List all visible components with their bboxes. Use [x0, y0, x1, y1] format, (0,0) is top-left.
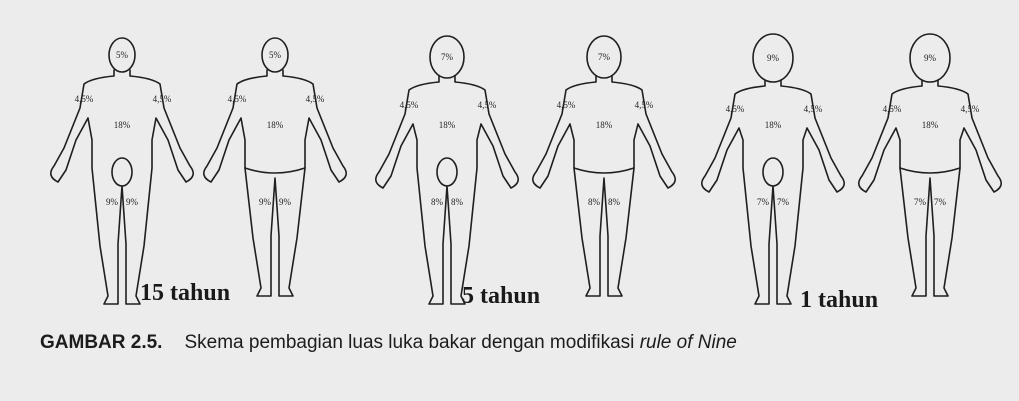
pct-head: 7%	[441, 52, 454, 62]
body-outline	[859, 80, 1001, 296]
pct-trunk: 18%	[267, 120, 284, 130]
pct-trunk: 18%	[922, 120, 939, 130]
figure-15-tahun-back: 5% 4,5% 4,5% 18% 9% 9%	[204, 38, 346, 296]
pct-head: 9%	[767, 53, 780, 63]
pct-arm-right: 4,5%	[153, 94, 172, 104]
groin-outline	[112, 158, 132, 186]
figure-5-tahun-front: 7% 4,5% 4,5% 18% 8% 8%	[376, 36, 518, 304]
caption-emphasis: rule of Nine	[640, 332, 737, 353]
pct-arm-right: 4,5%	[804, 104, 823, 114]
body-outline	[204, 70, 346, 296]
buttock-line	[245, 168, 305, 173]
pct-head: 5%	[269, 50, 282, 60]
pct-arm-right: 4,5%	[478, 100, 497, 110]
groin-outline	[437, 158, 457, 186]
groin-outline	[763, 158, 783, 186]
pct-arm-left: 4,5%	[400, 100, 419, 110]
body-figures: 5% 4,5% 4,5% 18% 9% 9% 5% 4,5% 4,5% 18% 9% 9% 15 tah…	[0, 0, 1019, 330]
pct-arm-left: 4,5%	[726, 104, 745, 114]
age-label: 15 tahun	[140, 280, 230, 306]
figure-1-tahun-front: 9% 4,5% 4,5% 18% 7% 7%	[702, 34, 844, 304]
pct-leg-left: 7%	[757, 197, 770, 207]
pct-leg-right: 7%	[934, 197, 947, 207]
buttock-line	[900, 168, 960, 173]
pct-trunk: 18%	[765, 120, 782, 130]
figure-15-tahun-front: 5% 4,5% 4,5% 18% 9% 9%	[51, 38, 193, 304]
body-outline	[51, 70, 193, 304]
pct-arm-left: 4,5%	[557, 100, 576, 110]
pct-head: 9%	[924, 53, 937, 63]
pct-leg-right: 9%	[279, 197, 292, 207]
pct-head: 7%	[598, 52, 611, 62]
caption-label: GAMBAR 2.5.	[40, 332, 162, 353]
pct-arm-left: 4,5%	[228, 94, 247, 104]
pct-arm-right: 4,5%	[635, 100, 654, 110]
pct-leg-right: 9%	[126, 197, 139, 207]
pct-arm-right: 4,5%	[961, 104, 980, 114]
pct-leg-right: 7%	[777, 197, 790, 207]
pct-arm-left: 4,5%	[883, 104, 902, 114]
pct-leg-left: 7%	[914, 197, 927, 207]
age-label: 1 tahun	[800, 287, 878, 313]
figure-caption: GAMBAR 2.5. Skema pembagian luas luka bak…	[40, 332, 1000, 354]
pct-leg-left: 8%	[588, 197, 601, 207]
pct-leg-left: 9%	[106, 197, 119, 207]
pct-leg-left: 8%	[431, 197, 444, 207]
pct-trunk: 18%	[439, 120, 456, 130]
figure-5-tahun-back: 7% 4,5% 4,5% 18% 8% 8%	[533, 36, 675, 296]
pct-leg-left: 9%	[259, 197, 272, 207]
pct-arm-left: 4,5%	[75, 94, 94, 104]
age-label: 5 tahun	[462, 283, 540, 309]
pct-trunk: 18%	[596, 120, 613, 130]
body-outline	[376, 76, 518, 304]
buttock-line	[574, 168, 634, 173]
figure-1-tahun-back: 9% 4,5% 4,5% 18% 7% 7%	[859, 34, 1001, 296]
pct-leg-right: 8%	[608, 197, 621, 207]
body-outline	[702, 80, 844, 304]
pct-head: 5%	[116, 50, 129, 60]
pct-leg-right: 8%	[451, 197, 464, 207]
pct-arm-right: 4,5%	[306, 94, 325, 104]
caption-text: Skema pembagian luas luka bakar dengan m…	[184, 332, 639, 353]
body-outline	[533, 76, 675, 296]
pct-trunk: 18%	[114, 120, 131, 130]
